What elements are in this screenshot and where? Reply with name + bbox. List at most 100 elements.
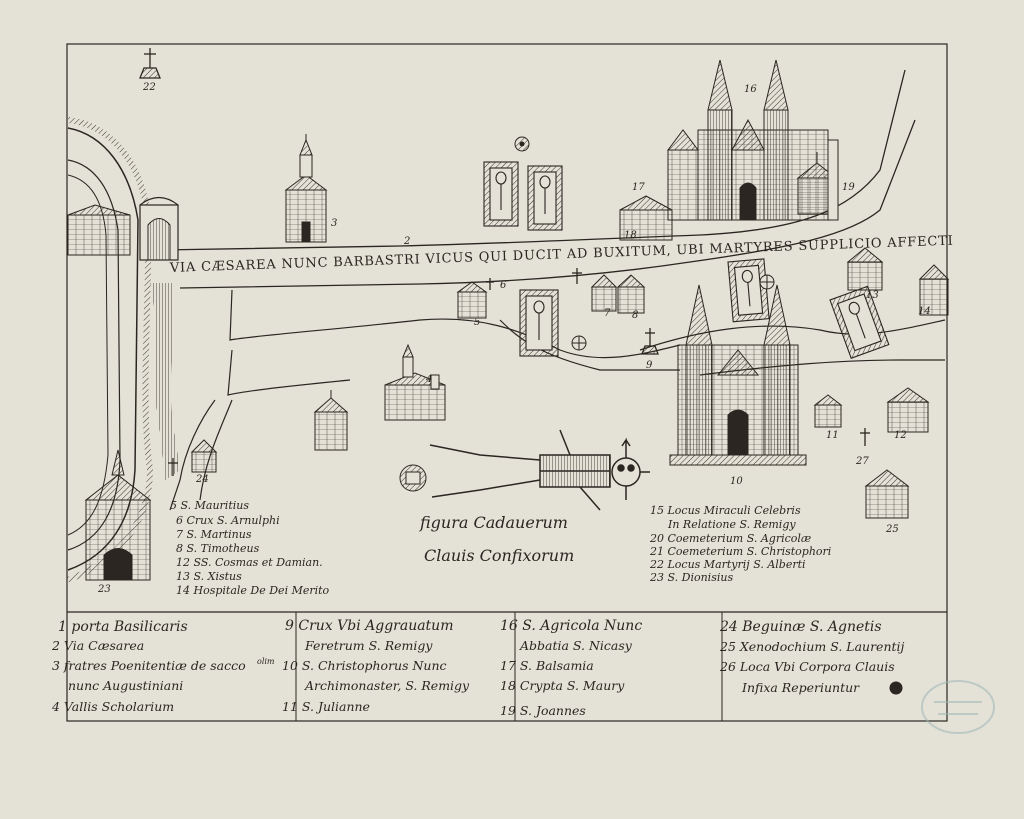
church-icon (190, 439, 218, 473)
map-legend-left: 5 S. Mauritius 6 Crux S. Arnulphi 7 S. M… (170, 499, 330, 597)
roundel-icon (759, 274, 775, 290)
church-icon (456, 281, 488, 319)
map-number: 17 (632, 182, 645, 193)
roundel-icon (514, 136, 530, 152)
cross-icon (641, 328, 659, 355)
table-entry: 26 Loca Vbi Corpora Clauis (719, 659, 895, 674)
church-icon (864, 469, 910, 519)
caption-line: figura Cadauerum (419, 513, 568, 532)
table-entry: Feretrum S. Remigy (304, 638, 433, 653)
map-number: 2 (403, 236, 410, 247)
map-number: 13 (866, 290, 879, 301)
legend-item: 13 S. Xistus (176, 570, 242, 583)
table-entry: 2 Via Cæsarea (51, 638, 144, 653)
skeleton-icon (429, 429, 650, 511)
church-icon (846, 247, 884, 291)
map-number: 14 (918, 306, 931, 317)
table-column-2: 9 Crux Vbi Aggrauatum Feretrum S. Remigy… (282, 618, 470, 714)
church-icon (886, 387, 930, 433)
map-number: 6 (500, 280, 507, 291)
coffin-icon (519, 289, 559, 357)
table-entry: 16 S. Agricola Nunc (500, 618, 642, 634)
porta-basilicaris-gate (67, 196, 179, 261)
coffin-icon (727, 258, 770, 323)
map-number: 3 (331, 218, 337, 229)
map-number: 9 (646, 360, 653, 371)
table-entry-note: olim (257, 657, 275, 666)
table-entry: 19 S. Joannes (500, 703, 586, 718)
table-entry: 24 Beguinæ S. Agnetis (719, 619, 882, 635)
map-number: 7 (604, 308, 611, 319)
church-icon (918, 264, 950, 316)
roundel-icon (399, 464, 427, 492)
table-entry: 10 S. Christophorus Nunc (282, 658, 447, 673)
table-column-1: 1 porta Basilicaris 2 Via Cæsarea 3 frat… (51, 619, 275, 714)
map-number: 4 (425, 374, 432, 385)
map-number: 23 (97, 584, 111, 595)
legend-item: 20 Coemeterium S. Agricolæ (649, 532, 811, 545)
map-number: 18 (624, 230, 637, 241)
map-number: 8 (632, 310, 638, 321)
roundel-icon (571, 335, 587, 351)
map-number: 22 (142, 82, 156, 93)
caption-line: Clauis Confixorum (424, 546, 574, 565)
cross-icon (139, 48, 161, 79)
map-number: 19 (842, 182, 855, 193)
church-icon (590, 274, 646, 314)
plate-frame (66, 43, 948, 722)
map-number: 5 (474, 317, 480, 328)
legend-item: 6 Crux S. Arnulphi (176, 514, 280, 527)
legend-item: 23 S. Dionisius (649, 571, 733, 584)
map-number: 10 (730, 476, 743, 487)
table-column-3: 16 S. Agricola Nunc Abbatia S. Nicasy 17… (500, 618, 642, 718)
cross-icon (486, 278, 494, 290)
table-rules (295, 612, 723, 721)
via-caesarea-road (159, 69, 916, 289)
map-number: 27 (855, 456, 869, 467)
church-icon (313, 390, 349, 451)
legend-item: 21 Coemeterium S. Christophori (649, 545, 831, 558)
church-icon (813, 394, 843, 428)
legend-item: 7 S. Martinus (176, 528, 252, 541)
cathedral-icon (667, 59, 839, 221)
cross-icon (572, 268, 582, 284)
legend-item: 5 S. Mauritius (170, 499, 249, 512)
figure-caption: figura Cadauerum Clauis Confixorum (419, 513, 574, 565)
roundel-icon (889, 681, 903, 695)
table-entry: Archimonaster, S. Remigy (304, 678, 470, 693)
cathedral-icon (669, 284, 807, 466)
cross-icon (860, 428, 870, 446)
table-entry: 17 S. Balsamia (500, 658, 594, 673)
map-number: 24 (195, 474, 209, 485)
legend-item: In Relatione S. Remigy (667, 518, 796, 531)
legend-item: 22 Locus Martyrij S. Alberti (649, 558, 806, 571)
church-icon (284, 134, 328, 243)
legend-item: 14 Hospitale De Dei Merito (176, 584, 330, 597)
table-entry: 1 porta Basilicaris (58, 619, 188, 635)
table-column-4: 24 Beguinæ S. Agnetis 25 Xenodochium S. … (719, 619, 905, 695)
library-stamp-icon (921, 680, 995, 734)
coffin-icon (483, 161, 519, 227)
table-entry: 9 Crux Vbi Aggrauatum (285, 618, 453, 634)
map-number: 12 (894, 430, 907, 441)
table-entry: Abbatia S. Nicasy (519, 638, 633, 653)
table-entry: 18 Crypta S. Maury (500, 678, 625, 693)
table-entry: 3 fratres Poenitentiæ de sacco (52, 658, 246, 673)
table-entry: nunc Augustiniani (68, 678, 183, 693)
cross-icon (168, 458, 178, 476)
coffin-icon (527, 165, 563, 231)
table-entry: Infixa Reperiuntur (741, 680, 860, 695)
table-entry: 11 S. Julianne (282, 699, 370, 714)
church-icon (384, 343, 446, 421)
map-number: 16 (744, 84, 757, 95)
table-entry: 4 Vallis Scholarium (51, 699, 174, 714)
moat (150, 283, 180, 480)
legend-item: 8 S. Timotheus (176, 542, 260, 555)
map-legend-right: 15 Locus Miraculi Celebris In Relatione … (649, 504, 831, 584)
table-entry: 25 Xenodochium S. Laurentij (719, 639, 905, 654)
map-number: 11 (826, 430, 839, 441)
map-number: 25 (885, 524, 899, 535)
coffin-icon (829, 285, 890, 359)
legend-item: 12 SS. Cosmas et Damian. (176, 556, 323, 569)
